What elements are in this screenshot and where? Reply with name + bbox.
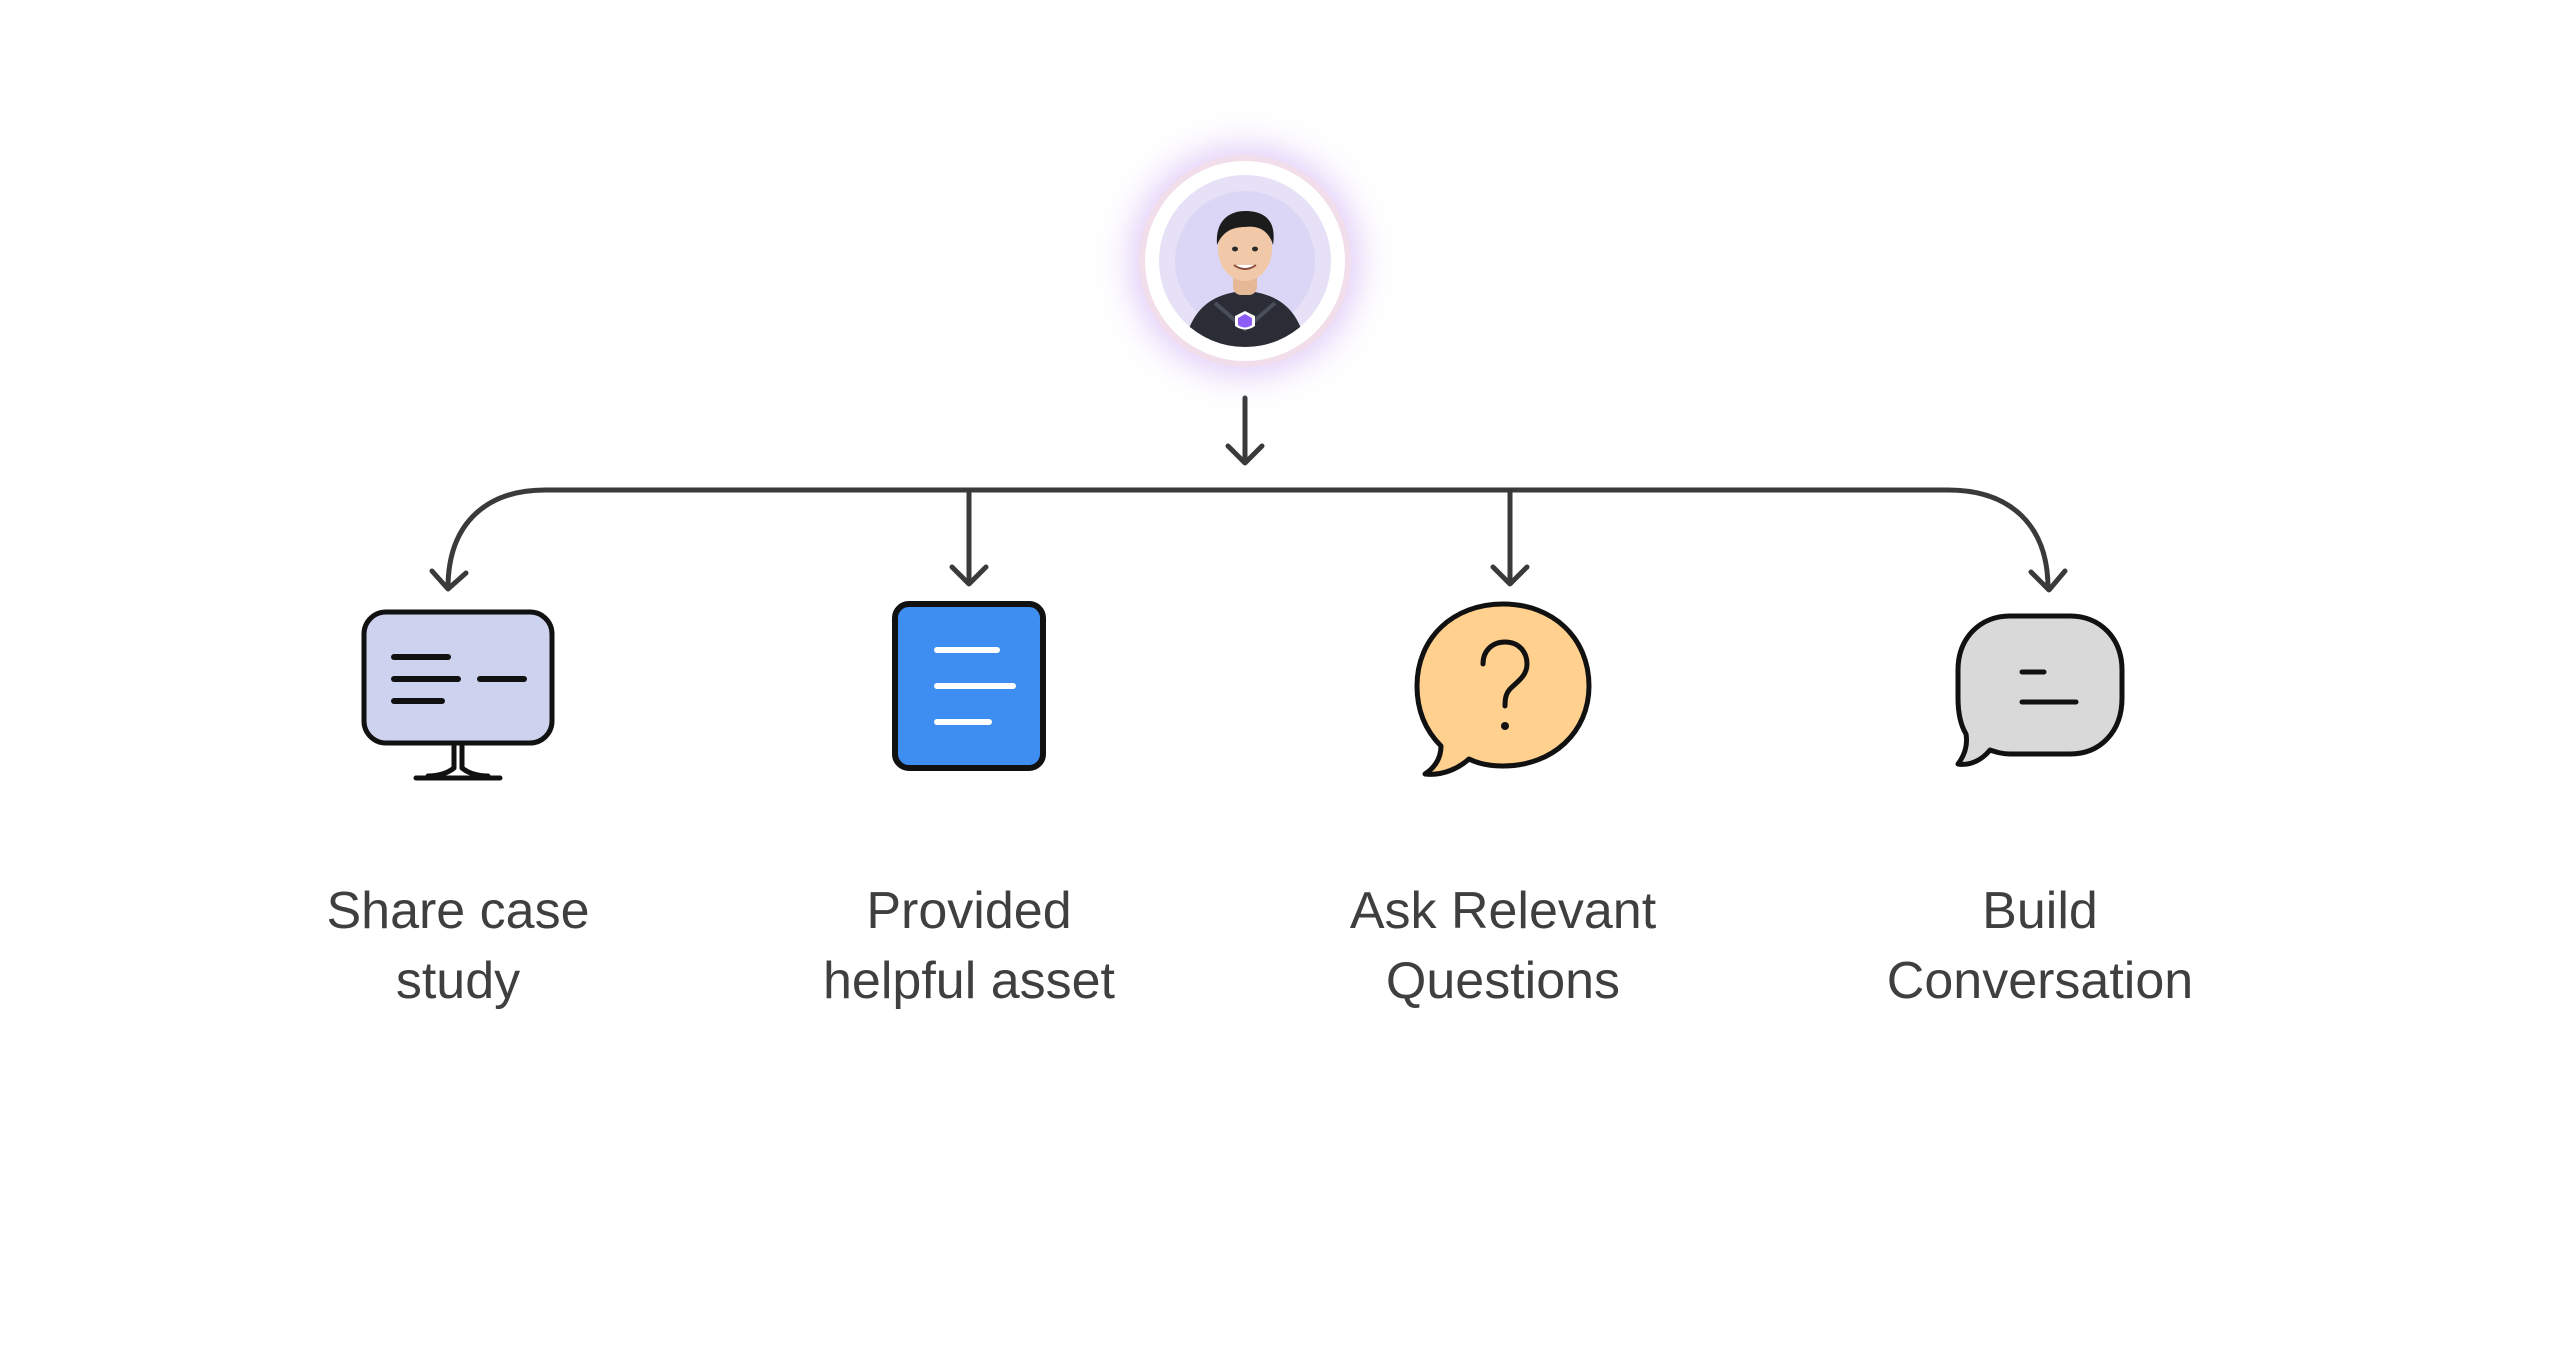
chat-bubble-icon: [1955, 613, 2125, 767]
node-icon-slot: [1283, 590, 1723, 790]
arrow-to-build-conversation: [2028, 568, 2068, 593]
node-provided-helpful-asset: Provided helpful asset: [749, 0, 1189, 1361]
monitor-icon: [361, 609, 555, 781]
node-label: Build Conversation: [1886, 882, 2194, 1010]
node-icon-slot: [1820, 590, 2260, 790]
node-label: Ask Relevant Questions: [1349, 882, 1657, 1010]
node-icon-slot: [749, 590, 1189, 790]
arrow-to-share-case-study: [429, 568, 469, 592]
node-icon-slot: [238, 590, 678, 790]
branch-trunk: [445, 487, 2051, 591]
node-label: Provided helpful asset: [823, 882, 1115, 1010]
arrow-to-ask-relevant-questions: [1490, 487, 1530, 587]
node-share-case-study: Share case study: [238, 0, 678, 1361]
node-build-conversation: Build Conversation: [1820, 0, 2260, 1361]
arrow-to-provided-helpful-asset: [949, 487, 989, 587]
root-arrow: [1225, 395, 1265, 466]
document-icon: [892, 601, 1046, 771]
question-bubble-icon: [1414, 601, 1592, 777]
node-ask-relevant-questions: Ask Relevant Questions: [1283, 0, 1723, 1361]
agent-avatar[interactable]: [1145, 161, 1345, 361]
avatar-portrait: [1159, 175, 1331, 347]
node-label: Share case study: [326, 882, 590, 1010]
